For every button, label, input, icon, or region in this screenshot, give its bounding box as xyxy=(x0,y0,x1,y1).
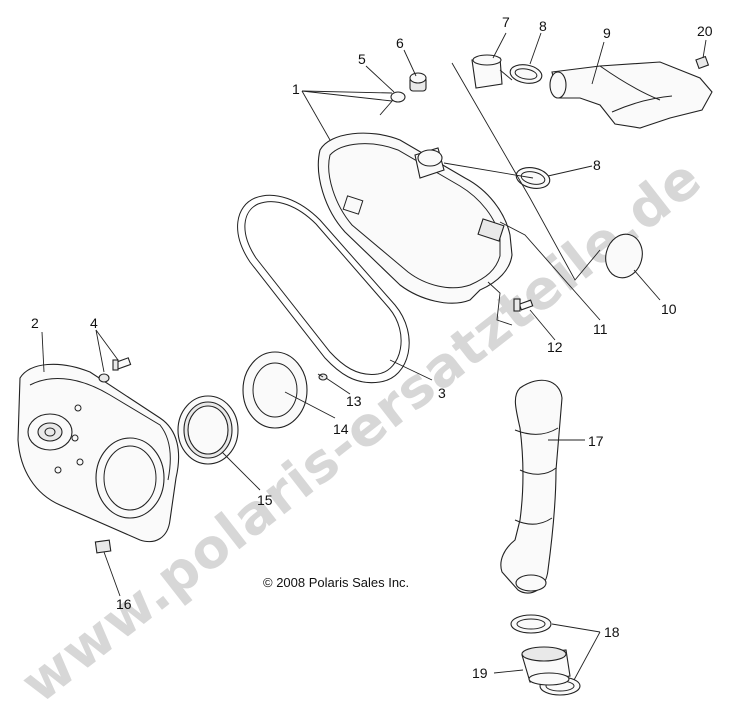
copyright-notice: © 2008 Polaris Sales Inc. xyxy=(263,575,409,590)
callout-15: 15 xyxy=(257,492,273,508)
callout-17: 17 xyxy=(588,433,604,449)
callout-2: 2 xyxy=(31,315,39,331)
outlet-adapter xyxy=(521,646,571,686)
duct-clip xyxy=(695,55,710,70)
intake-boot xyxy=(471,54,503,89)
callout-7: 7 xyxy=(502,14,510,30)
callout-8b: 8 xyxy=(593,157,601,173)
drain-plug xyxy=(409,72,427,92)
drive-belt xyxy=(237,194,410,384)
callout-5: 5 xyxy=(358,51,366,67)
leader-lines xyxy=(41,32,707,681)
duct-seal-disk xyxy=(605,233,643,279)
inner-clutch-cover xyxy=(317,132,513,304)
callouts: 1 2 3 4 5 6 7 8 8 9 10 11 12 13 14 15 16… xyxy=(31,14,713,681)
callout-14: 14 xyxy=(333,421,349,437)
hose-clamp-upper xyxy=(509,64,543,84)
callout-9: 9 xyxy=(603,25,611,41)
callout-18: 18 xyxy=(604,624,620,640)
callout-3: 3 xyxy=(438,385,446,401)
outlet-clamp-upper xyxy=(510,614,552,634)
callout-1: 1 xyxy=(292,81,300,97)
callout-19: 19 xyxy=(472,665,488,681)
callout-16: 16 xyxy=(116,596,132,612)
seal-gasket xyxy=(242,351,308,429)
callout-11: 11 xyxy=(593,321,608,337)
callout-12: 12 xyxy=(547,339,563,355)
cover-mount-bolt xyxy=(513,298,534,312)
outer-clutch-cover xyxy=(17,363,180,543)
cover-seal xyxy=(177,395,239,465)
callout-8a: 8 xyxy=(539,18,547,34)
small-fastener xyxy=(317,373,328,381)
callout-13: 13 xyxy=(346,393,362,409)
callout-10: 10 xyxy=(661,301,677,317)
intake-duct xyxy=(549,61,713,129)
callout-4: 4 xyxy=(90,315,98,331)
callout-6: 6 xyxy=(396,35,404,51)
cover-bolt xyxy=(98,357,132,383)
exhaust-duct xyxy=(500,379,563,594)
cover-decal xyxy=(94,539,112,554)
callout-20: 20 xyxy=(697,23,713,39)
drain-washer xyxy=(390,91,406,103)
